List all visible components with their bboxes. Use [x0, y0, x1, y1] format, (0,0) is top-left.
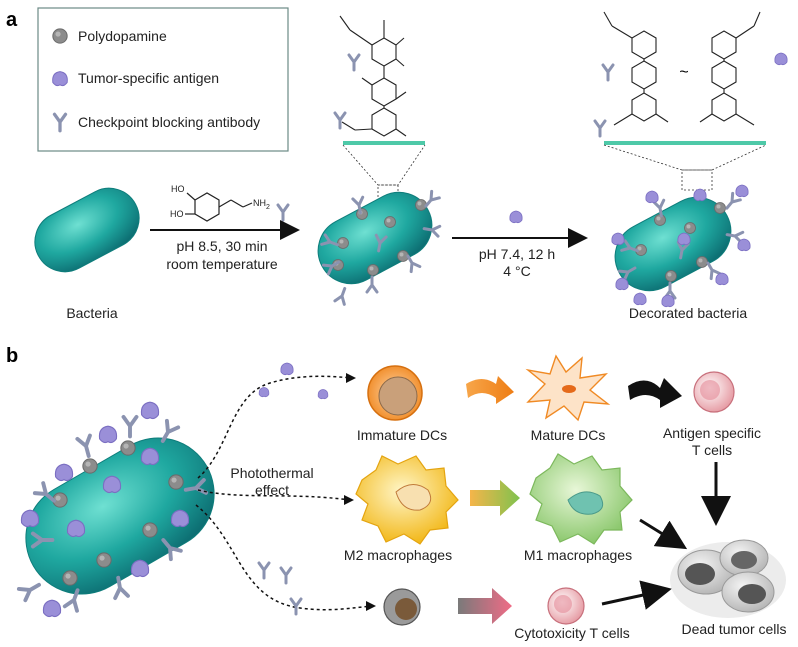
- arrow-polarization: [470, 480, 520, 516]
- arrow-ctl-to-dead: [601, 580, 672, 610]
- mature-dcs-label: Mature DCs: [531, 427, 606, 443]
- legend: Polydopamine Tumor-specific antigen Chec…: [37, 7, 289, 152]
- legend-antigen: Tumor-specific antigen: [78, 70, 219, 86]
- panel-a-label: a: [6, 9, 18, 31]
- polydopamine-structure-1: [339, 15, 407, 137]
- cytotoxic-t-cell: [547, 587, 585, 625]
- dopamine-structure: HO HO NH2: [170, 184, 270, 222]
- linkage-tilde: ~: [679, 64, 688, 81]
- cytotoxic-label: Cytotoxicity T cells: [514, 625, 629, 641]
- antigen-icon: [774, 52, 788, 66]
- zoom-lines-1: [342, 144, 426, 186]
- dead-tumor-label: Dead tumor cells: [681, 621, 786, 637]
- naive-t-cell: [383, 588, 421, 626]
- decorated-label: Decorated bacteria: [629, 305, 748, 321]
- zoom-lines-2: [603, 144, 767, 171]
- legend-antibody: Checkpoint blocking antibody: [78, 114, 260, 130]
- released-antigen: [280, 362, 294, 376]
- released-antigen: [317, 389, 329, 400]
- antigen-t-line2: T cells: [692, 442, 732, 458]
- free-antibody-icon: [276, 203, 290, 222]
- ho-label-2: HO: [170, 209, 184, 219]
- antibody-icon: [601, 63, 615, 82]
- antigen-icon: [52, 71, 68, 87]
- antigen-t-line1: Antigen specific: [663, 425, 761, 441]
- legend-polydopamine: Polydopamine: [78, 28, 167, 44]
- antibody-icon: [593, 119, 607, 138]
- polydopamine-structure-2: [603, 11, 761, 126]
- arrow-maturation: [466, 376, 514, 404]
- m1-macrophage: [529, 453, 633, 545]
- step2-line2: 4 °C: [503, 263, 530, 279]
- bacteria-decorated-large: [16, 401, 215, 618]
- released-antigen: [258, 387, 270, 398]
- immature-dcs-label: Immature DCs: [357, 427, 447, 443]
- zoom-box-2: [681, 169, 713, 191]
- dead-tumor-cells: [670, 539, 786, 618]
- m1-label: M1 macrophages: [524, 547, 632, 563]
- membrane-bar-1: [343, 141, 425, 145]
- released-antibody: [257, 561, 271, 580]
- ho-label-1: HO: [171, 184, 185, 194]
- released-antibody: [279, 566, 293, 585]
- antigen-specific-t-cell: [693, 371, 735, 413]
- arrow-activation: [628, 378, 682, 408]
- released-antibody: [289, 597, 303, 616]
- antibody-icon: [333, 111, 347, 130]
- legend-box: [37, 7, 289, 152]
- path-to-macrophages: [197, 489, 351, 501]
- step2-line1: pH 7.4, 12 h: [479, 246, 555, 262]
- bacteria-plain: [34, 187, 140, 273]
- m2-macrophage: [355, 455, 459, 545]
- free-antigen-icon: [509, 210, 523, 224]
- bacteria-label: Bacteria: [66, 305, 118, 321]
- mature-dc: [525, 354, 611, 422]
- step1-line1: pH 8.5, 30 min: [176, 238, 267, 254]
- membrane-bar-2: [604, 141, 766, 145]
- bacteria-pda: [317, 189, 442, 306]
- photothermal-line1: Photothermal: [230, 465, 313, 481]
- arrow-m1-to-dead: [639, 518, 688, 550]
- path-to-tcells: [195, 504, 373, 611]
- bacteria-decorated: [611, 184, 751, 308]
- nh2-label: NH2: [253, 198, 270, 211]
- immature-dc: [367, 365, 423, 421]
- arrow-cytotoxic: [458, 588, 512, 624]
- path-to-dcs: [197, 375, 353, 479]
- polydopamine-icon: [52, 28, 68, 44]
- antibody-icon: [347, 53, 361, 72]
- m2-label: M2 macrophages: [344, 547, 452, 563]
- step1-line2: room temperature: [166, 256, 277, 272]
- panel-b-label: b: [6, 345, 18, 367]
- photothermal-line2: effect: [255, 482, 289, 498]
